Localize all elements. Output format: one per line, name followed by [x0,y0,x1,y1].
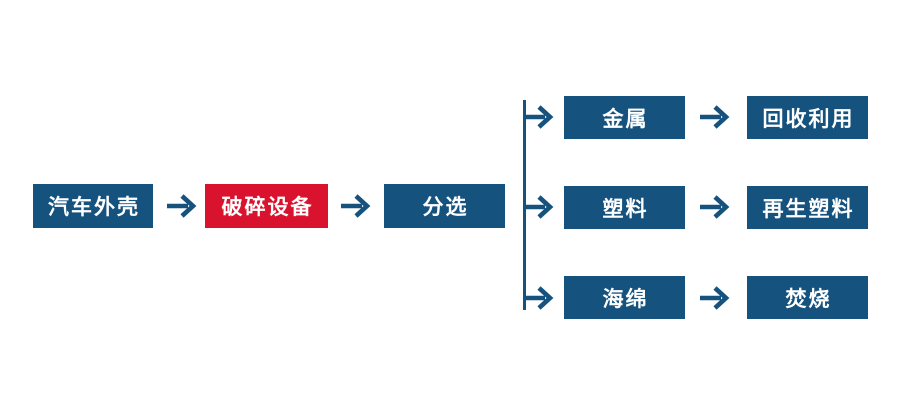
node-recycled-plastic: 再生塑料 [747,186,868,229]
node-plastic: 塑料 [564,186,685,229]
right-arrow-icon [700,195,730,219]
right-arrow-icon [167,194,197,218]
right-arrow-icon [524,195,554,219]
right-arrow-icon [524,286,554,310]
node-incineration: 焚烧 [747,276,868,319]
node-car-shell: 汽车外壳 [33,184,153,228]
right-arrow-icon [700,286,730,310]
node-crushing-equipment: 破碎设备 [205,184,328,228]
node-sorting: 分选 [384,184,505,228]
right-arrow-icon [524,105,554,129]
node-metal: 金属 [564,96,685,139]
right-arrow-icon [700,105,730,129]
right-arrow-icon [341,194,371,218]
node-sponge: 海绵 [564,276,685,319]
node-recycling: 回收利用 [747,96,868,139]
